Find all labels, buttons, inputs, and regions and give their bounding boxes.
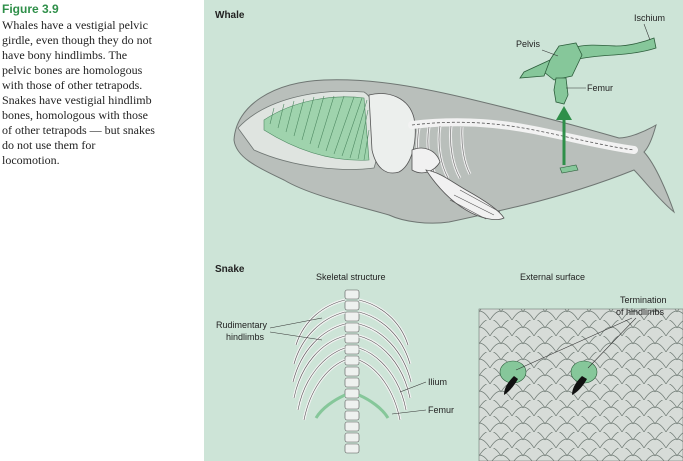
ilium-label: Ilium (428, 377, 447, 387)
figure-panel: Whale (204, 0, 683, 461)
figure-caption: Figure 3.9 Whales have a vestigial pelvi… (2, 2, 198, 168)
pelvis-leader (541, 49, 559, 57)
whale-baleen (263, 95, 370, 161)
caption-line: have bony hindlimbs. The (2, 48, 128, 62)
rudimentary-leader-2 (269, 331, 323, 341)
caption-line: pelvic bones are homologous (2, 63, 143, 77)
ilium-leader (399, 381, 427, 393)
termination-label-1: Termination (620, 295, 667, 305)
whale-flipper (425, 169, 505, 220)
termination-leader-2 (587, 317, 637, 369)
snake-hindlimb-left (314, 393, 346, 419)
caption-line: do not use them for (2, 138, 96, 152)
whale-skull (368, 93, 416, 174)
pelvis-label: Pelvis (516, 39, 541, 49)
termination-label-2: of hindlimbs (616, 307, 665, 317)
figure-artwork: Whale (215, 10, 683, 461)
snake-hindlimb-right (358, 393, 390, 419)
femur-label: Femur (587, 83, 613, 93)
termination-hindlimbs (499, 360, 598, 395)
whale-heading: Whale (215, 10, 245, 21)
enlarged-femur (553, 77, 569, 105)
figure-title: Figure 3.9 (2, 2, 59, 16)
caption-line: with those of other tetrapods. (2, 78, 143, 92)
enlarged-pelvis-blade (519, 59, 551, 79)
snake-femur-label: Femur (428, 405, 454, 415)
whale-vestigial-pelvis (559, 164, 579, 174)
rudimentary-label-2: hindlimbs (226, 332, 265, 342)
termination-leader-1 (515, 317, 633, 371)
enlarged-ischium (571, 37, 657, 61)
rudimentary-leader-1 (269, 317, 323, 329)
caption-line: Whales have a vestigial pelvic (2, 18, 148, 32)
whale-scapula (411, 147, 441, 174)
caption-line: locomotion. (2, 153, 60, 167)
caption-line: Snakes have vestigial hindlimb (2, 93, 152, 107)
external-heading: External surface (520, 272, 585, 282)
snake-vertebrae (344, 289, 360, 454)
skeletal-heading: Skeletal structure (316, 272, 386, 282)
caption-line: girdle, even though they do not (2, 33, 152, 47)
ischium-label: Ischium (634, 13, 665, 23)
snake-femur-leader (391, 409, 427, 415)
snake-heading: Snake (215, 264, 245, 275)
rudimentary-label-1: Rudimentary (216, 320, 268, 330)
caption-line: bones, homologous with those (2, 108, 148, 122)
enlargement-arrowhead (556, 106, 572, 120)
caption-text: Whales have a vestigial pelvic girdle, e… (2, 18, 198, 168)
ischium-leader (643, 23, 651, 41)
caption-line: of other tetrapods — but snakes (2, 123, 155, 137)
